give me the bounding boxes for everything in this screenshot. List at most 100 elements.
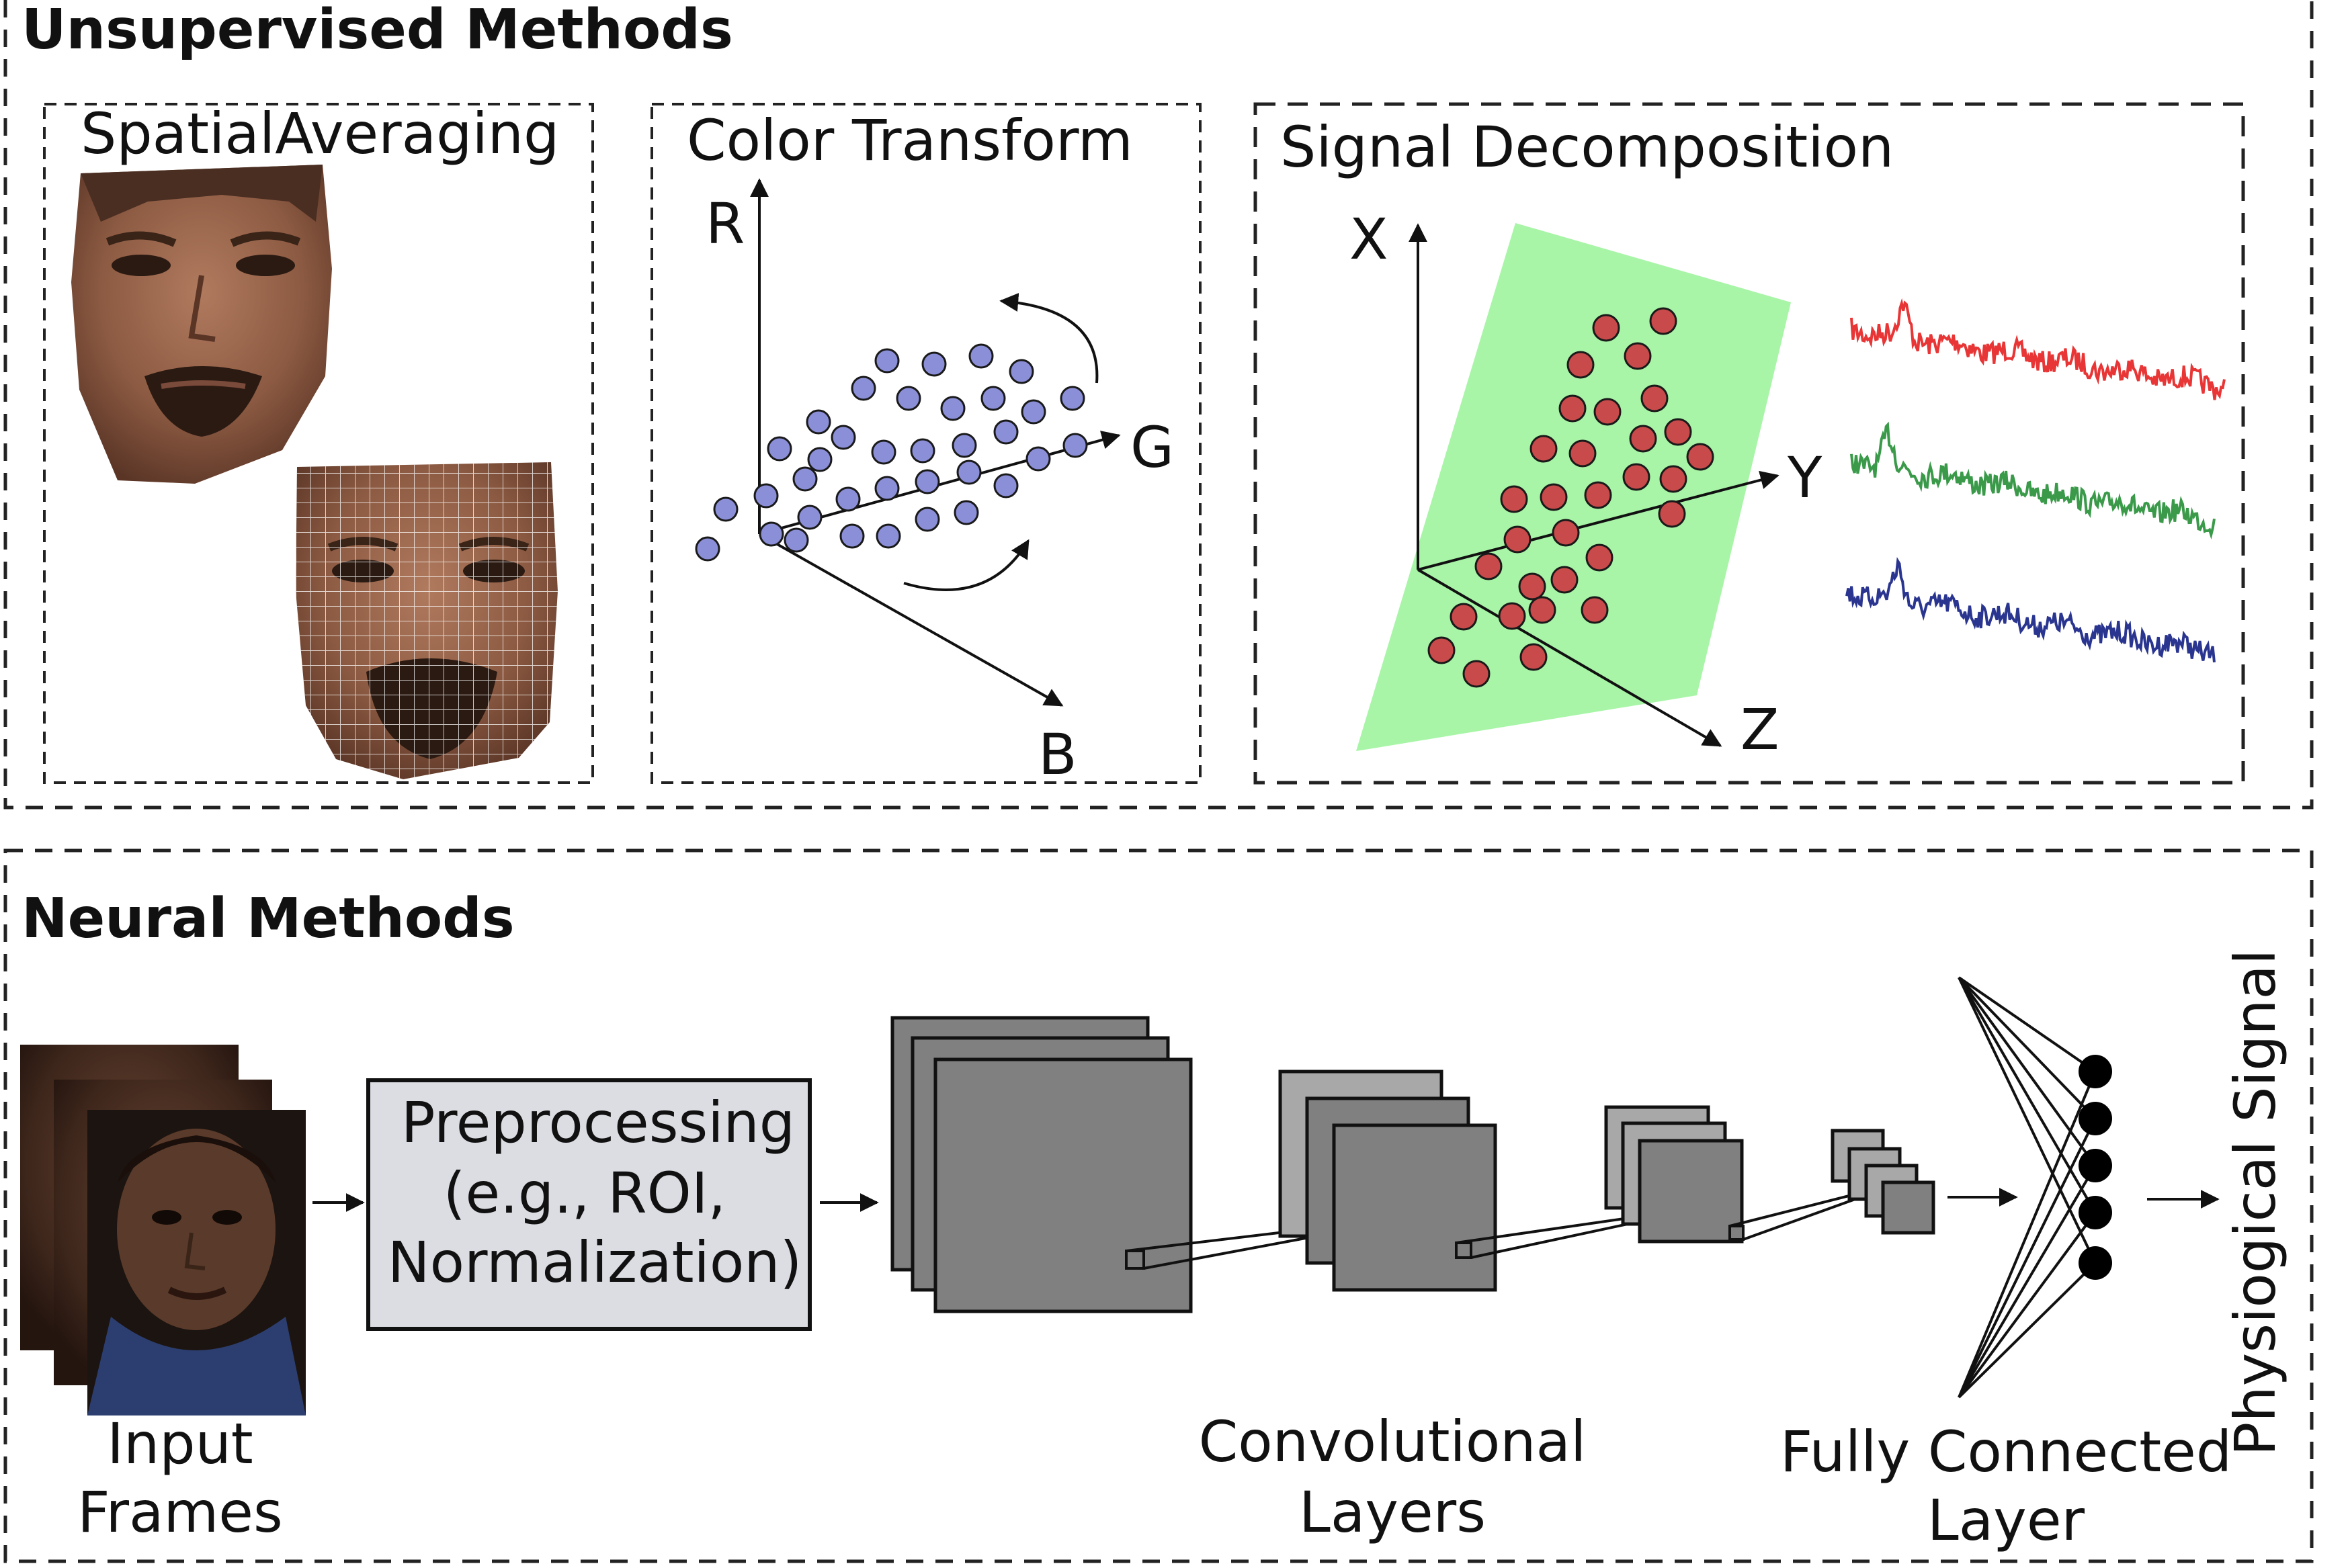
fc-link-top (1958, 976, 2097, 1120)
axis-b-label: B (1038, 722, 1077, 787)
signal-decomposition-panel: Signal Decomposition X Y Z (1253, 102, 2245, 785)
blue-point (874, 476, 900, 501)
blue-point (767, 436, 792, 462)
blue-point (759, 521, 784, 547)
red-point (1566, 351, 1595, 379)
blue-point (831, 425, 856, 450)
rotation-arrow-top (999, 293, 1099, 384)
color-transform-title: Color Transform (687, 107, 1133, 173)
red-point (1450, 603, 1478, 631)
fc-link-bottom (1958, 1118, 2097, 1398)
blue-point (952, 433, 977, 458)
blue-point (792, 466, 818, 492)
unsupervised-title: Unsupervised Methods (22, 0, 733, 62)
rotation-arrow-bottom (903, 539, 1030, 591)
blue-point (753, 483, 779, 509)
red-point (1462, 660, 1491, 688)
red-point (1622, 463, 1650, 491)
axis-z-label: Z (1741, 697, 1779, 763)
input-label-line2: Frames (77, 1479, 282, 1545)
blue-point (695, 536, 720, 562)
axis-y-label: Y (1787, 445, 1822, 511)
red-point (1474, 552, 1503, 580)
unsupervised-section: Unsupervised Methods SpatialAveraging (3, 0, 2314, 810)
red-point (1658, 500, 1686, 528)
blue-point (921, 351, 947, 377)
fc-node (2079, 1149, 2112, 1182)
red-point (1503, 525, 1532, 554)
red-point (1664, 418, 1692, 446)
signal-decomposition-title: Signal Decomposition (1280, 114, 1894, 180)
conv3-receptive-field (1728, 1225, 1745, 1241)
axis-y (1417, 470, 1779, 571)
blue-point (835, 486, 861, 512)
input-label-line1: Input (107, 1411, 253, 1477)
conv-label-line1: Convolutional (1199, 1409, 1587, 1475)
blue-point (839, 523, 865, 549)
fc-label-line1: Fully Connected (1780, 1419, 2232, 1485)
fc-label-line2: Layer (1927, 1487, 2085, 1553)
red-point (1624, 342, 1652, 370)
blue-point-cloud (695, 343, 1088, 562)
fc-node (2079, 1055, 2112, 1088)
conv-block-4 (1831, 1129, 1935, 1235)
fc-link-bottom (1958, 1262, 2097, 1399)
signal-trace-blue (1845, 557, 2216, 663)
blue-point (1009, 359, 1034, 384)
blue-point (874, 348, 900, 374)
fc-nodes (2079, 1055, 2112, 1280)
blue-point (896, 386, 921, 411)
conv1-receptive-field (1125, 1250, 1145, 1270)
color-transform-panel: Color Transform R G B (651, 103, 1202, 787)
input-frames: Input Frames (20, 1045, 306, 1545)
blue-point (1060, 386, 1085, 411)
conv-block-1 (890, 1016, 1193, 1313)
blue-point (807, 447, 833, 472)
red-point (1540, 483, 1568, 511)
red-point (1584, 481, 1612, 509)
color-panel-border (651, 103, 1202, 784)
red-point (1528, 596, 1556, 624)
spatial-panel-border (43, 103, 594, 784)
neural-section: Neural Methods Input Frames Preprocessin… (3, 848, 2314, 1563)
fc-link-top (1958, 976, 2097, 1214)
blue-point (910, 438, 935, 464)
red-point (1552, 519, 1580, 547)
blue-point (784, 527, 809, 553)
preprocessing-rect (366, 1078, 812, 1331)
red-point (1568, 439, 1597, 468)
decomp-panel-border (1253, 102, 2245, 785)
conv-block-2 (1278, 1070, 1497, 1292)
fully-connected-layer: Fully Connected Layer (1780, 976, 2232, 1553)
red-point (1629, 425, 1657, 453)
fc-link-bottom (1958, 1164, 2097, 1399)
blue-point (940, 396, 966, 421)
blue-point (980, 386, 1006, 411)
red-point (1649, 307, 1677, 335)
preprocessing-box: Preprocessing (e.g., ROI, Normalization) (366, 1078, 812, 1331)
fc-link-top (1958, 976, 2097, 1073)
red-point (1686, 443, 1714, 471)
fc-connections (1958, 976, 2097, 1399)
red-point (1593, 398, 1622, 426)
blue-point (954, 500, 979, 525)
projection-plane (1356, 223, 1791, 751)
fc-node (2079, 1102, 2112, 1135)
fc-link-bottom (1958, 1211, 2097, 1399)
face-gridded (296, 462, 558, 779)
blue-point (806, 409, 831, 435)
blue-point (915, 507, 940, 532)
fc-link-top (1958, 976, 2097, 1167)
red-point (1585, 543, 1613, 572)
unsupervised-section-border (3, 0, 2314, 810)
axis-b (759, 533, 1064, 707)
preprocessing-line3: Normalization) (388, 1229, 802, 1295)
red-point (1659, 465, 1687, 493)
red-point (1519, 643, 1548, 671)
blue-point (1025, 446, 1051, 472)
red-point (1640, 384, 1669, 412)
neural-section-border (3, 848, 2314, 1563)
red-point (1427, 636, 1456, 664)
signal-trace-red (1850, 298, 2226, 400)
